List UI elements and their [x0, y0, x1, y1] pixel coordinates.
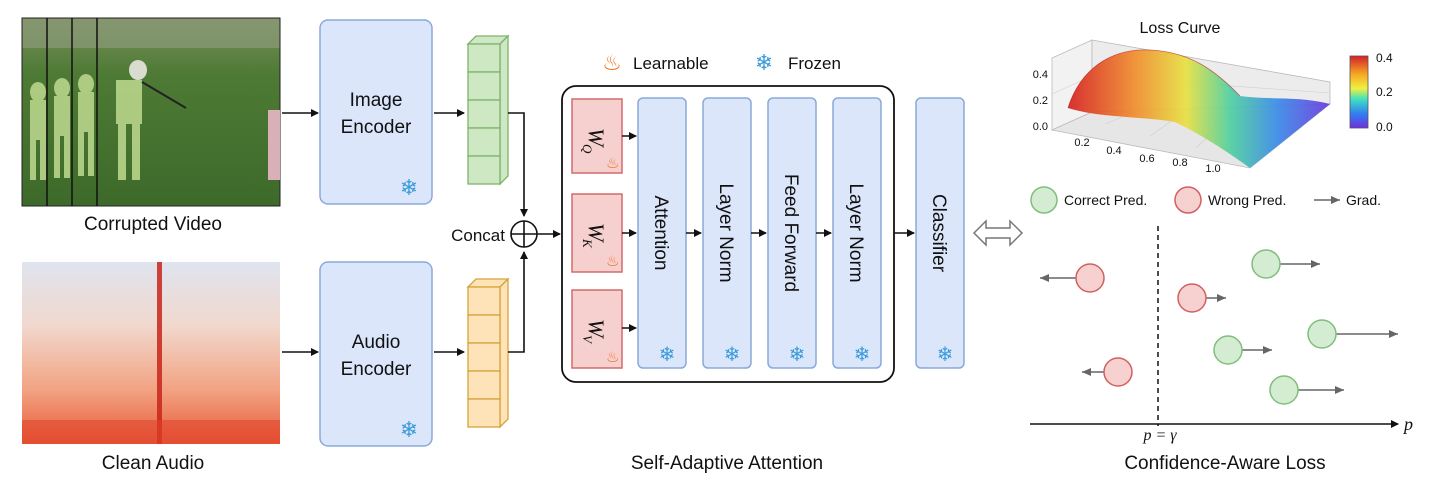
grad-label: Grad. [1346, 192, 1381, 208]
audio-encoder-block: Audio Encoder ❄ [319, 261, 433, 447]
legend-frozen: ❄ Frozen [755, 50, 841, 75]
snowflake-icon: ❄ [400, 417, 418, 442]
attention-label: Attention [650, 196, 671, 271]
audio-caption: Clean Audio [102, 453, 204, 474]
correct-pred-point [1251, 249, 1320, 279]
legend-grad: Grad. [1314, 192, 1381, 208]
audio-encoder-label-1: Audio [352, 332, 401, 353]
snowflake-icon: ❄ [724, 344, 741, 366]
threshold-label: p = γ [1142, 427, 1177, 444]
weight-v-block: W V ♨ [571, 289, 623, 369]
feed-forward-label: Feed Forward [780, 174, 801, 292]
corrupted-video-image [21, 17, 281, 207]
x-tick-0-6: 0.6 [1139, 153, 1154, 165]
snowflake-icon: ❄ [789, 344, 806, 366]
classifier-block: Classifier ❄ [915, 97, 965, 369]
layer-norm-block-1: Layer Norm ❄ [702, 97, 752, 369]
flame-icon: ♨ [606, 349, 619, 366]
loss-curve-title: Loss Curve [1140, 20, 1221, 37]
audio-encoder-label-2: Encoder [341, 359, 412, 380]
frozen-label: Frozen [788, 54, 841, 73]
x-tick-1-0: 1.0 [1205, 163, 1220, 175]
layer-norm-label-1: Layer Norm [715, 183, 736, 282]
image-encoder-block: Image Encoder ❄ [319, 19, 433, 205]
p-axis-label: p [1402, 414, 1413, 434]
layer-norm-label-2: Layer Norm [845, 183, 866, 282]
z-tick-0-2: 0.2 [1033, 95, 1048, 107]
concat-label: Concat [451, 226, 505, 245]
legend-correct-pred: Correct Pred. [1030, 186, 1147, 214]
layer-norm-block-2: Layer Norm ❄ [832, 97, 882, 369]
image-encoder-label-2: Encoder [341, 117, 412, 138]
flame-icon: ♨ [606, 155, 619, 172]
wrong-pred-point [1177, 283, 1226, 313]
z-tick-0-4: 0.4 [1033, 69, 1048, 81]
flame-icon: ♨ [602, 50, 622, 75]
classifier-label: Classifier [928, 194, 949, 273]
correct-pred-point [1269, 375, 1344, 405]
x-tick-0-8: 0.8 [1172, 157, 1187, 169]
wk-base: W [584, 223, 609, 243]
loss-curve-colorbar: 0.4 0.2 0.0 [1349, 51, 1393, 134]
wrong-pred-point [1040, 263, 1105, 293]
snowflake-icon: ❄ [659, 344, 676, 366]
wq-base: W [584, 128, 609, 148]
image-encoder-label-1: Image [350, 90, 403, 111]
weight-k-block: W K ♨ [571, 193, 623, 273]
flame-icon: ♨ [606, 253, 619, 270]
loss-curve-plot: 0.4 0.2 0.0 0.2 0.4 0.6 0.8 1.0 [1033, 39, 1332, 175]
double-arrow-icon [972, 219, 1024, 247]
wq-sub: Q [580, 144, 595, 154]
arrow-video-tokens-to-concat [508, 112, 528, 217]
colorbar-tick-0-2: 0.2 [1376, 85, 1393, 99]
x-tick-0-2: 0.2 [1074, 137, 1089, 149]
legend-wrong-pred: Wrong Pred. [1174, 186, 1286, 214]
concat-operator [510, 220, 538, 248]
snowflake-icon: ❄ [854, 344, 871, 366]
feed-forward-block: Feed Forward ❄ [767, 97, 817, 369]
z-tick-0-0: 0.0 [1033, 121, 1048, 133]
clean-audio-spectrogram [22, 262, 280, 444]
video-caption: Corrupted Video [84, 214, 222, 235]
audio-token-stack [466, 277, 510, 429]
attention-section-caption: Self-Adaptive Attention [631, 453, 823, 474]
snowflake-icon: ❄ [400, 175, 418, 200]
colorbar-tick-0-4: 0.4 [1376, 51, 1393, 65]
wv-base: W [584, 319, 609, 339]
learnable-label: Learnable [633, 54, 709, 73]
legend-learnable: ♨ Learnable [602, 50, 708, 75]
weight-q-block: W Q ♨ [571, 98, 623, 174]
arrow-audio-tokens-to-concat [508, 251, 528, 353]
snowflake-icon: ❄ [755, 50, 773, 75]
correct-pred-point [1307, 319, 1398, 349]
colorbar-tick-0-0: 0.0 [1376, 120, 1393, 134]
wv-sub: V [580, 335, 595, 345]
wrong-pred-label: Wrong Pred. [1208, 192, 1286, 208]
loss-section-caption: Confidence-Aware Loss [1124, 453, 1325, 474]
correct-pred-point [1213, 335, 1272, 365]
wrong-pred-point [1082, 357, 1133, 387]
video-token-stack [466, 34, 510, 186]
x-tick-0-4: 0.4 [1106, 145, 1121, 157]
attention-block: Attention ❄ [637, 97, 687, 369]
correct-pred-label: Correct Pred. [1064, 192, 1147, 208]
wk-sub: K [580, 238, 595, 249]
snowflake-icon: ❄ [937, 344, 954, 366]
